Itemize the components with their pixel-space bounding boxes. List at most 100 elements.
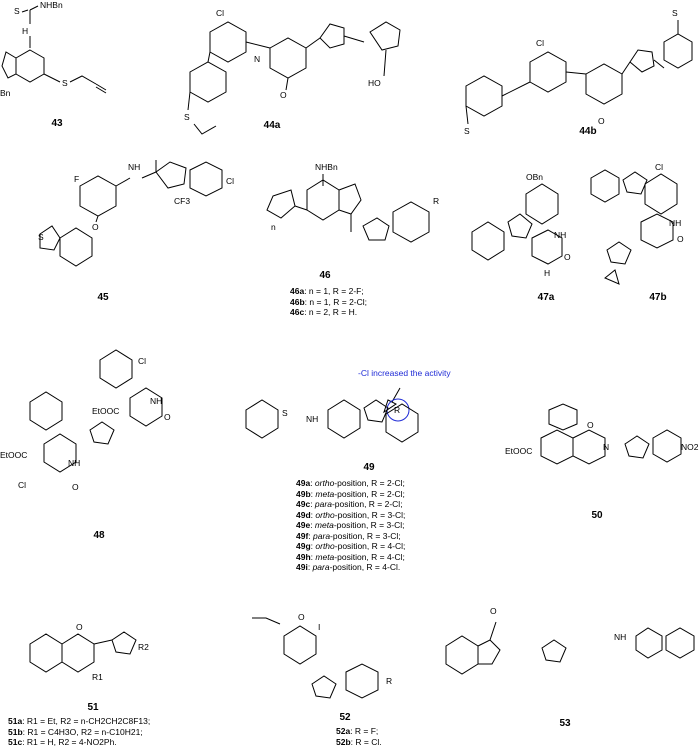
series-49d: 49d: ortho-position, R = 3-Cl; bbox=[296, 509, 406, 520]
atom-etooc2-48: EtOOC bbox=[0, 450, 27, 460]
compound-label-52: 52 bbox=[339, 712, 351, 723]
series-49f: 49f: para-position, R = 3-Cl; bbox=[296, 530, 401, 541]
atom-o-47a: O bbox=[564, 252, 571, 262]
atom-nh2-48: NH bbox=[68, 458, 80, 468]
atom-cl-48: Cl bbox=[138, 356, 146, 366]
atom-r2-51: R2 bbox=[138, 642, 149, 652]
atom-obn-47a: OBn bbox=[526, 172, 543, 182]
atom-r-46: R bbox=[433, 196, 439, 206]
structure-53: O NH bbox=[445, 606, 695, 675]
series-49g: 49g: ortho-position, R = 4-Cl; bbox=[296, 541, 406, 551]
atom-cl-45: Cl bbox=[226, 176, 234, 186]
atom-r1-51: R1 bbox=[92, 672, 103, 682]
compound-label-50: 50 bbox=[591, 510, 603, 521]
structure-50: EtOOC O N NO2 bbox=[505, 403, 699, 465]
atom-r-52: R bbox=[386, 676, 392, 686]
atom-o-53: O bbox=[490, 606, 497, 616]
series-46b: 46b: n = 1, R = 2-Cl; bbox=[290, 296, 368, 307]
atom-r-49: R bbox=[394, 405, 400, 415]
atom-bn-43: Bn bbox=[0, 88, 11, 98]
series-46c: 46c: n = 2, R = H. bbox=[290, 307, 358, 317]
series-52b: 52b: R = Cl. bbox=[336, 736, 382, 747]
atom-o2-48: O bbox=[72, 482, 79, 492]
atom-etooc-50: EtOOC bbox=[505, 446, 532, 456]
compound-label-46: 46 bbox=[319, 270, 331, 281]
series-51c: 51c: R1 = H, R2 = 4-NO2Ph. bbox=[8, 737, 117, 747]
compound-label-43: 43 bbox=[51, 118, 63, 129]
series-46a: 46a: n = 1, R = 2-F; bbox=[290, 286, 364, 296]
compound-label-48: 48 bbox=[93, 530, 105, 541]
atom-nhbn-46: NHBn bbox=[315, 162, 338, 172]
series-51-list: 51a: R1 = Et, R2 = n-CH2CH2C8F13; 51b: R… bbox=[8, 716, 150, 748]
structure-49: R S NH bbox=[245, 387, 419, 443]
series-52-list: 52a: R = F; 52b: R = Cl. bbox=[336, 726, 382, 747]
structure-46: NHBn n R bbox=[266, 162, 439, 243]
structure-45: F NH CF3 Cl O S bbox=[38, 160, 234, 267]
structure-47b: Cl NH O bbox=[590, 162, 684, 285]
compound-label-44a: 44a bbox=[263, 120, 281, 131]
atom-nh-48: NH bbox=[150, 396, 162, 406]
atom-n-ring-46: n bbox=[271, 222, 276, 232]
structure-44a: Cl N S O HO bbox=[184, 8, 401, 135]
series-51b: 51b: R1 = C4H3O, R2 = n-C10H21; bbox=[8, 726, 143, 737]
atom-o-45: O bbox=[92, 222, 99, 232]
atom-s-44b: S bbox=[464, 126, 470, 136]
atom-o-44b: O bbox=[598, 116, 605, 126]
atom-f-45: F bbox=[74, 174, 79, 184]
compound-label-47b: 47b bbox=[649, 292, 667, 303]
atom-nh-45: NH bbox=[128, 162, 140, 172]
atom-o-52: O bbox=[298, 612, 305, 622]
atom-h-47a: H bbox=[544, 268, 550, 278]
atom-nhbn-43: NHBn bbox=[40, 0, 63, 10]
atom-cf3-45: CF3 bbox=[174, 196, 190, 206]
atom-o-44a: O bbox=[280, 90, 287, 100]
atom-o-47b: O bbox=[677, 234, 684, 244]
series-49a: 49a: ortho-position, R = 2-Cl; bbox=[296, 478, 405, 488]
atom-nh-47a: NH bbox=[554, 230, 566, 240]
series-52a: 52a: R = F; bbox=[336, 726, 379, 736]
compound-label-49: 49 bbox=[363, 462, 375, 473]
atom-o-48: O bbox=[164, 412, 171, 422]
atom-nh-49: NH bbox=[306, 414, 318, 424]
atom-cl-44a: Cl bbox=[216, 8, 224, 18]
atom-o-50: O bbox=[587, 420, 594, 430]
atom-cl-44b: Cl bbox=[536, 38, 544, 48]
series-49i: 49i: para-position, R = 4-Cl. bbox=[296, 562, 401, 572]
atom-s2-44b: S bbox=[672, 8, 678, 18]
series-49-list: 49a: ortho-position, R = 2-Cl; 49b: meta… bbox=[296, 478, 405, 573]
atom-nh-47b: NH bbox=[669, 218, 681, 228]
compound-label-51: 51 bbox=[87, 702, 99, 713]
atom-s2-43: S bbox=[62, 78, 68, 88]
atom-s-45: S bbox=[38, 232, 44, 242]
atom-i-52: I bbox=[318, 622, 320, 632]
atom-nh-53: NH bbox=[614, 632, 626, 642]
series-46-list: 46a: n = 1, R = 2-F; 46b: n = 1, R = 2-C… bbox=[290, 286, 367, 318]
atom-s-49: S bbox=[282, 408, 288, 418]
atom-etooc-48: EtOOC bbox=[92, 406, 119, 416]
atom-no2-50: NO2 bbox=[681, 442, 699, 452]
atom-s-44a: S bbox=[184, 112, 190, 122]
compound-label-47a: 47a bbox=[537, 292, 555, 303]
atom-hn-43: H bbox=[22, 26, 28, 36]
structure-47a: OBn NH O H bbox=[471, 172, 571, 278]
series-51a: 51a: R1 = Et, R2 = n-CH2CH2C8F13; bbox=[8, 716, 151, 726]
atom-n-44a: N bbox=[254, 54, 260, 64]
atom-oh-44a: HO bbox=[368, 78, 381, 88]
series-49e: 49e: meta-position, R = 3-Cl; bbox=[296, 520, 405, 530]
compound-label-44b: 44b bbox=[579, 126, 597, 137]
structure-43: NHBn S H S Bn bbox=[0, 0, 107, 98]
atom-cl-47b: Cl bbox=[655, 162, 663, 172]
compound-label-53: 53 bbox=[559, 718, 571, 729]
compound-label-45: 45 bbox=[97, 292, 109, 303]
series-49h: 49h: meta-position, R = 4-Cl; bbox=[296, 551, 405, 562]
atom-n-50: N bbox=[603, 442, 609, 452]
atom-s-43: S bbox=[14, 6, 20, 16]
series-49c: 49c: para-position, R = 2-Cl; bbox=[296, 499, 403, 509]
series-49b: 49b: meta-position, R = 2-Cl; bbox=[296, 488, 405, 499]
structure-52: I O R bbox=[252, 612, 392, 699]
structure-44b: Cl S O S bbox=[464, 8, 693, 136]
structure-51: O R2 R1 bbox=[29, 622, 149, 682]
structure-48: Cl EtOOC NH O EtOOC NH O Cl bbox=[0, 349, 171, 492]
annotation-cl-activity: -Cl increased the activity bbox=[358, 368, 451, 378]
atom-o-51: O bbox=[76, 622, 83, 632]
